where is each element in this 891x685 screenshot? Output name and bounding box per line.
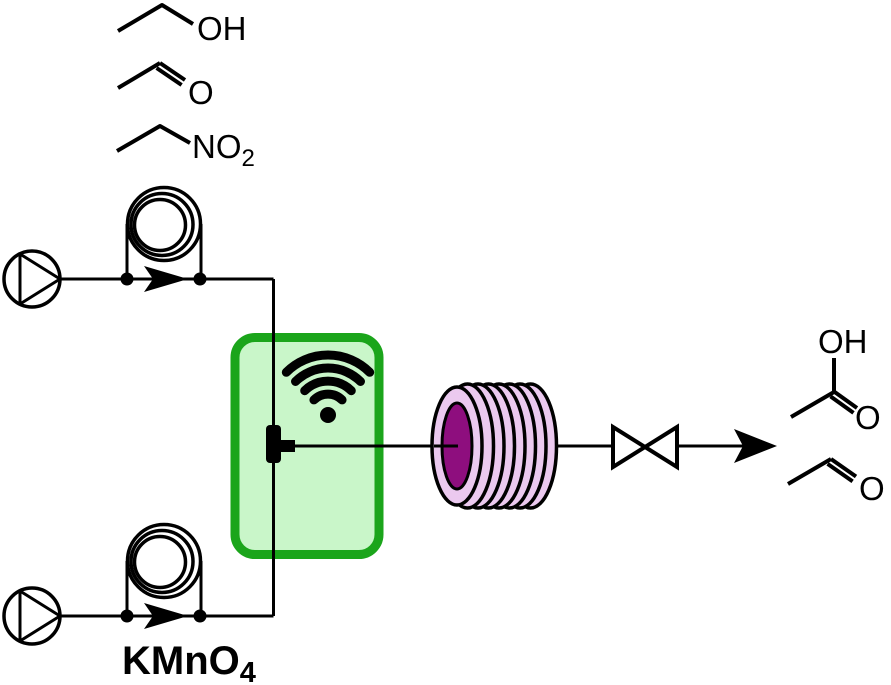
nitroethane-no: NO bbox=[192, 128, 242, 165]
coil-loop-icon bbox=[125, 522, 203, 600]
wifi-arc-4 bbox=[281, 350, 375, 377]
wifi-arc-2 bbox=[300, 376, 356, 396]
molecule-acetic-acid: OH O bbox=[789, 323, 881, 436]
wifi-arc-1 bbox=[309, 389, 347, 405]
wifi-dot bbox=[320, 407, 336, 423]
acetic-co-double-2 bbox=[829, 394, 855, 415]
pump-triangle bbox=[18, 589, 62, 643]
molecule-ethanol: OH bbox=[116, 3, 247, 47]
junction-dot bbox=[193, 609, 207, 623]
acetaldehyde-co-bond-2 bbox=[155, 66, 183, 87]
nitroethane-sub2: 2 bbox=[242, 145, 255, 172]
pump-icon bbox=[2, 586, 62, 646]
pump-icon bbox=[2, 249, 62, 309]
acetaldehyde-o-label: O bbox=[188, 74, 214, 111]
ethanol-oh-label: OH bbox=[197, 10, 247, 47]
t-mixer-stub bbox=[279, 440, 295, 452]
acetaldehyde-o-label: O bbox=[859, 470, 885, 507]
ethanol-skeleton bbox=[116, 3, 195, 33]
pump-branch-top bbox=[2, 185, 207, 309]
junction-dot bbox=[193, 272, 207, 286]
acetaldehyde-co-bond-1 bbox=[158, 61, 187, 82]
kmno-sub4: 4 bbox=[240, 657, 256, 685]
kmno-text: KMnO bbox=[122, 639, 240, 683]
wifi-arc-3 bbox=[291, 363, 365, 386]
flow-arrow-icon bbox=[144, 603, 188, 629]
loop-circle-mid bbox=[129, 528, 195, 595]
loop-circle-mid bbox=[129, 191, 195, 258]
molecule-acetaldehyde-reagent: O bbox=[116, 61, 214, 111]
t-mixer-icon bbox=[266, 425, 295, 463]
molecule-nitroethane: NO2 bbox=[115, 124, 255, 172]
wifi-icon bbox=[281, 350, 375, 423]
coil-reactor-icon bbox=[430, 382, 559, 510]
product-molecules: OH O O bbox=[786, 323, 885, 507]
acetaldehyde-co-double-1 bbox=[829, 457, 858, 479]
loop-circle-inner bbox=[132, 534, 188, 590]
nitroethane-skeleton bbox=[115, 124, 191, 153]
t-mixer-bar bbox=[266, 425, 281, 463]
flow-arrow-icon bbox=[144, 266, 188, 292]
reagent-molecules: OH O NO2 bbox=[115, 3, 255, 172]
acetic-cc-bond bbox=[789, 390, 836, 419]
valve-left-triangle bbox=[611, 423, 649, 471]
acetic-o-label: O bbox=[855, 399, 881, 436]
pump-branch-bottom: KMnO4 bbox=[2, 522, 256, 685]
oxidant-label: KMnO4 bbox=[122, 639, 256, 685]
nitroethane-no2-label: NO2 bbox=[192, 128, 255, 172]
junction-dot bbox=[120, 609, 134, 623]
acetaldehyde-cc-bond bbox=[116, 61, 162, 90]
output-arrow-icon bbox=[734, 429, 777, 463]
acetic-co-double-1 bbox=[832, 389, 859, 410]
valve-right-triangle bbox=[641, 423, 679, 471]
junction-dot bbox=[120, 272, 134, 286]
pump-triangle bbox=[18, 252, 62, 306]
acetic-oh-label: OH bbox=[818, 323, 868, 360]
back-pressure-valve-icon bbox=[611, 423, 679, 471]
loop-circle-inner bbox=[132, 197, 188, 253]
coil-loop-icon bbox=[125, 185, 203, 263]
loop-circle-outer bbox=[125, 522, 203, 600]
acetaldehyde-co-double-2 bbox=[826, 462, 854, 484]
molecule-acetaldehyde-product: O bbox=[786, 457, 885, 507]
acetaldehyde-cc-bond bbox=[786, 457, 833, 486]
loop-circle-outer bbox=[125, 185, 203, 263]
